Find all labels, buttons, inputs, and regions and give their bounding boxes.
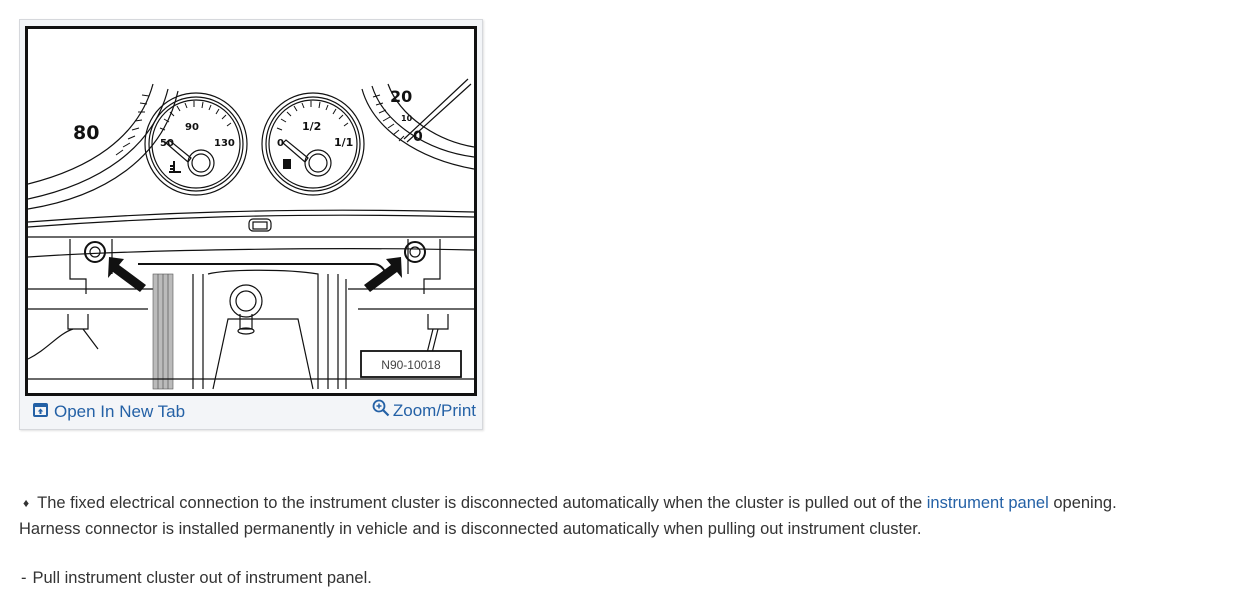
zoom-print-label: Zoom/Print: [392, 400, 476, 420]
zoom-in-icon: [372, 399, 390, 422]
figure-toolbar: Open In New Tab Zoom/Print: [20, 398, 482, 428]
figure-id-label: N90-10018: [381, 358, 441, 372]
open-in-new-tab-label: Open In New Tab: [54, 402, 186, 421]
svg-text:1/2: 1/2: [302, 120, 321, 133]
svg-text:80: 80: [73, 122, 99, 144]
diagram-illustration: 80 90 130 50: [28, 78, 474, 390]
electrical-connection-note: ♦ The fixed electrical connection to the …: [19, 491, 1117, 542]
zoom-print-link[interactable]: Zoom/Print: [372, 399, 476, 422]
svg-text:10: 10: [401, 114, 413, 123]
instrument-panel-link[interactable]: instrument panel: [926, 494, 1049, 512]
note-line-1: ♦ The fixed electrical connection to the …: [19, 491, 1117, 517]
instrument-cluster-diagram[interactable]: 80 90 130 50: [25, 26, 477, 396]
open-in-new-tab-link[interactable]: Open In New Tab: [33, 402, 185, 422]
step-text: Pull instrument cluster out of instrumen…: [32, 569, 372, 587]
svg-text:0: 0: [277, 138, 284, 149]
svg-text:130: 130: [214, 138, 235, 149]
step-marker: -: [21, 569, 27, 587]
note-text-before-link: The fixed electrical connection to the i…: [37, 494, 927, 512]
open-in-new-tab-icon: [33, 402, 48, 422]
svg-text:1/1: 1/1: [334, 136, 353, 149]
svg-text:0: 0: [413, 129, 423, 145]
diamond-bullet-icon: ♦: [23, 496, 30, 510]
figure-container: 80 90 130 50: [19, 19, 483, 430]
svg-text:20: 20: [390, 87, 412, 106]
note-line-2: Harness connector is installed permanent…: [19, 520, 922, 538]
note-text-after-link: opening.: [1048, 494, 1117, 512]
svg-text:90: 90: [185, 122, 199, 133]
procedure-step: -Pull instrument cluster out of instrume…: [19, 566, 372, 591]
